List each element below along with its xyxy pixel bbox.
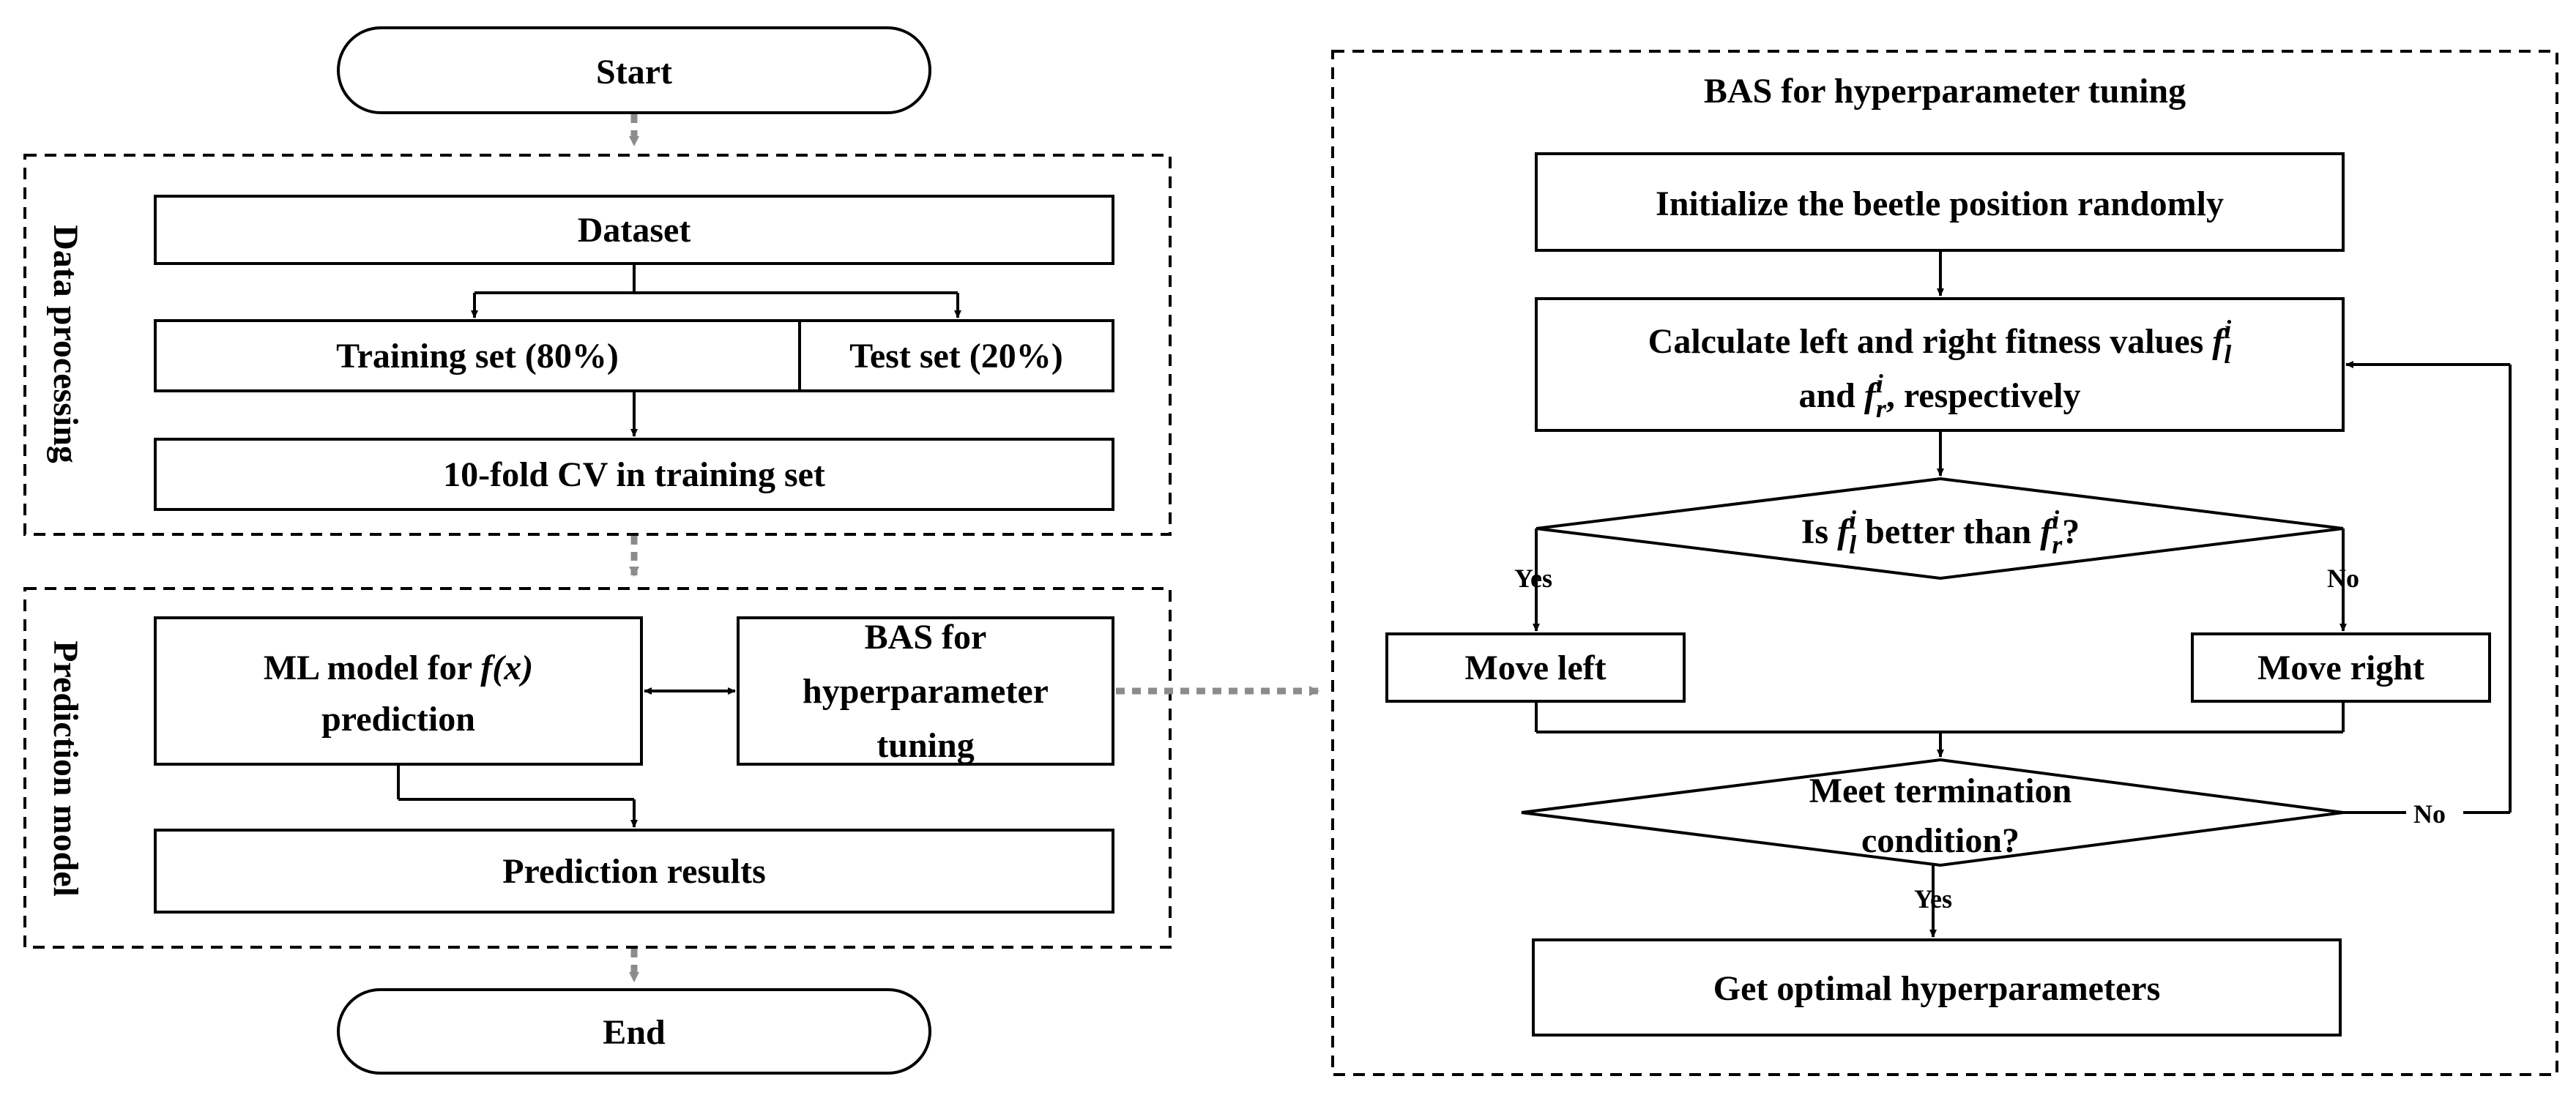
dataset-box: Dataset	[154, 195, 1114, 265]
termination-label-line2: condition?	[1861, 821, 2020, 860]
yes-branch-connector: Yes	[1514, 529, 1552, 632]
bas-small-line2: hyperparameter	[803, 672, 1049, 711]
move-right-box: Move right	[2191, 632, 2491, 703]
termination-yes-label: Yes	[1914, 884, 1952, 914]
move-right-label: Move right	[2257, 649, 2424, 687]
prediction-results-label: Prediction results	[502, 852, 766, 891]
ml-model-label: ML model for f(x)	[264, 649, 533, 687]
calc-box: Calculate left and right fitness values …	[1535, 297, 2345, 432]
termination-yes-connector: Yes	[1914, 865, 1952, 938]
moves-merge-connector	[1535, 701, 2345, 758]
get-optimal-label: Get optimal hyperparameters	[1713, 969, 2161, 1008]
prediction-model-label: Prediction model	[46, 640, 85, 897]
cv-label: 10-fold CV in training set	[443, 455, 825, 494]
calc-label-line1: Calculate left and right fitness values …	[1648, 315, 2232, 369]
data-processing-group: Data processing	[23, 154, 1172, 536]
no-branch-connector: No	[2327, 529, 2359, 632]
prediction-results-box: Prediction results	[154, 829, 1114, 914]
ml-model-label-line2: prediction	[321, 700, 475, 739]
start-label: Start	[596, 53, 672, 92]
yes-label: Yes	[1514, 564, 1552, 593]
cv-box: 10-fold CV in training set	[154, 438, 1114, 511]
ml-to-results-connector	[397, 764, 638, 828]
dataset-split-connector	[471, 264, 961, 318]
termination-diamond: Meet termination condition?	[1521, 758, 2344, 867]
prediction-model-group: Prediction model	[23, 587, 1172, 949]
data-processing-label: Data processing	[46, 225, 85, 463]
end-terminal: End	[337, 988, 931, 1075]
init-label: Initialize the beetle position randomly	[1656, 184, 2224, 223]
get-optimal-box: Get optimal hyperparameters	[1532, 938, 2342, 1037]
bas-small-line3: tuning	[876, 726, 974, 765]
start-terminal: Start	[337, 26, 931, 114]
test-set-label: Test set (20%)	[849, 337, 1063, 376]
bas-panel-title: BAS for hyperparameter tuning	[1704, 72, 2186, 111]
dataset-label: Dataset	[578, 211, 691, 250]
training-set-label: Training set (80%)	[336, 337, 619, 376]
bas-small-box: BAS for hyperparameter tuning	[737, 616, 1114, 766]
bas-small-line1: BAS for	[865, 618, 987, 657]
no-label: No	[2327, 564, 2359, 593]
init-box: Initialize the beetle position randomly	[1535, 152, 2345, 252]
termination-no-loop: No	[2343, 361, 2512, 829]
bas-panel-group: BAS for hyperparameter tuning	[1331, 50, 2558, 1076]
ml-model-box: ML model for f(x) prediction	[154, 616, 643, 766]
termination-no-label: No	[2413, 799, 2446, 829]
termination-label-line1: Meet termination	[1809, 772, 2072, 810]
end-label: End	[603, 1013, 666, 1052]
move-left-label: Move left	[1464, 649, 1606, 687]
move-left-box: Move left	[1385, 632, 1686, 703]
test-set-box: Test set (20%)	[798, 319, 1114, 392]
training-set-box: Training set (80%)	[154, 319, 801, 392]
